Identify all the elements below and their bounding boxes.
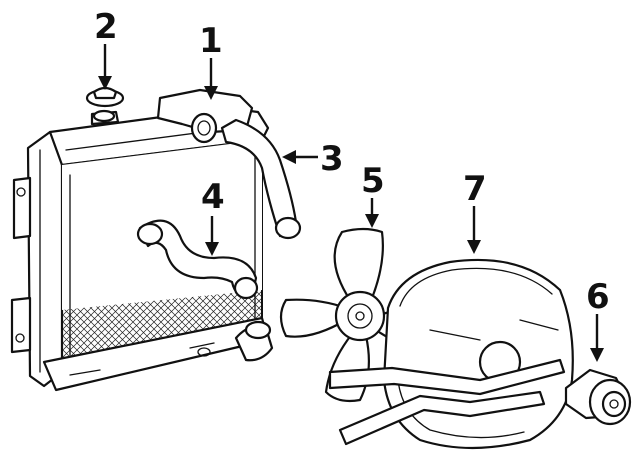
radiator-hose-3 bbox=[220, 118, 302, 240]
callout-6: 6 bbox=[586, 277, 610, 317]
callout-2: 2 bbox=[94, 7, 118, 47]
fan-shroud bbox=[328, 258, 574, 450]
callout-leaders bbox=[98, 44, 604, 362]
lower-hose bbox=[136, 219, 259, 300]
radiator bbox=[10, 106, 274, 392]
radiator-cap bbox=[85, 86, 125, 108]
callout-5: 5 bbox=[361, 161, 385, 201]
upper-hose bbox=[156, 88, 254, 144]
callout-7: 7 bbox=[463, 169, 487, 209]
callout-1: 1 bbox=[199, 21, 223, 61]
callout-4: 4 bbox=[201, 177, 225, 217]
callout-3: 3 bbox=[320, 139, 344, 179]
fan-motor bbox=[564, 368, 632, 426]
